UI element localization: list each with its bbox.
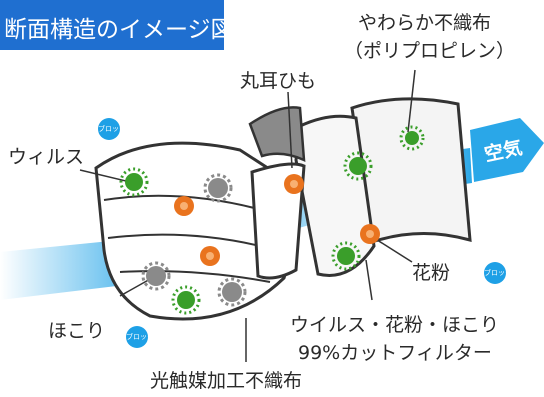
- leader-soft-fabric: [407, 69, 416, 133]
- pollen-particle-3: [284, 174, 304, 194]
- filter-label: ウイルス・花粉・ほこり: [290, 314, 500, 336]
- soft-fabric-material-label: （ポリプロピレン）: [344, 40, 516, 62]
- virus-label: ウィルス: [8, 146, 85, 168]
- dust-particle-2: [141, 261, 171, 291]
- filter-layer: [294, 114, 376, 277]
- dust-particle-1: [203, 173, 233, 203]
- pollen-label: 花粉: [412, 262, 451, 284]
- dust-particle-3: [217, 277, 247, 307]
- virus-particle-2: [171, 285, 201, 315]
- airflow-arrow: [470, 118, 544, 182]
- filter-layer-edge: [248, 106, 306, 163]
- virus-particle-4: [331, 241, 361, 271]
- pollen-particle-1: [174, 196, 194, 216]
- mask-pleat-3: [119, 270, 271, 283]
- dust-label: ほこり: [48, 320, 106, 342]
- ear-loop-label: 丸耳ひも: [240, 70, 317, 92]
- block-badge-virus: ブロック: [98, 118, 126, 140]
- leader-filter: [365, 259, 373, 301]
- title-banner: 断面構造のイメージ図: [0, 0, 234, 50]
- virus-particle-3: [343, 151, 373, 181]
- pollen-particle-4: [360, 224, 380, 244]
- diagram-title: 断面構造のイメージ図: [4, 17, 234, 43]
- leader-pollen: [373, 237, 413, 263]
- leader-ear-loop: [287, 91, 293, 169]
- leader-virus: [79, 169, 131, 183]
- virus-particle-1: [119, 167, 149, 197]
- soft-fabric-label: やわらか不織布: [358, 12, 492, 34]
- block-badge-dust: ブロック: [126, 326, 154, 348]
- virus-particle-5: [399, 125, 425, 151]
- filter-cut-label: 99%カットフィルター: [298, 342, 492, 364]
- soft-fabric-layer: [350, 97, 472, 244]
- block-badge-pollen: ブロック: [484, 262, 512, 284]
- photocatalyst-label: 光触媒加工不織布: [150, 370, 303, 392]
- leader-dust: [119, 277, 153, 297]
- pollen-particle-2: [200, 246, 220, 266]
- mask-pleat-2: [107, 233, 269, 249]
